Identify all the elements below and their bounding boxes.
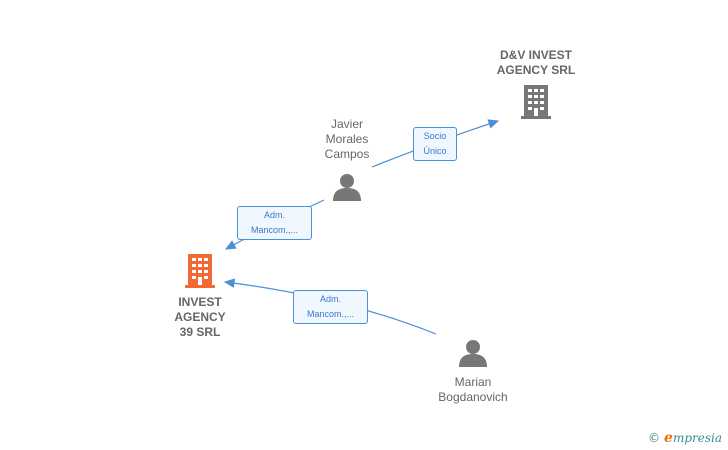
- node-marian-bogdanovich[interactable]: Marian Bogdanovich: [423, 338, 523, 405]
- edge-label-adm-mancom-marian[interactable]: Adm. Mancom.,...: [293, 290, 368, 324]
- edge-label-socio-unico[interactable]: Socio Único: [413, 127, 457, 161]
- edge-label-adm-mancom-javier[interactable]: Adm. Mancom.,...: [237, 206, 312, 240]
- person-name-marian: Marian Bogdanovich: [438, 375, 508, 404]
- node-javier-morales-campos[interactable]: Javier Morales Campos: [307, 117, 387, 207]
- node-dv-invest[interactable]: D&V INVEST AGENCY SRL: [486, 48, 586, 125]
- company-name-dv-invest: D&V INVEST AGENCY SRL: [496, 48, 576, 77]
- empresia-watermark: ©empresia: [648, 430, 722, 446]
- person-name-javier: Javier Morales Campos: [324, 117, 370, 161]
- building-icon: [521, 85, 551, 119]
- building-icon: [185, 254, 215, 288]
- company-name-invest-agency: INVEST AGENCY 39 SRL: [174, 295, 226, 339]
- copyright-symbol: ©: [648, 431, 661, 445]
- brand-name: mpresia: [672, 431, 722, 445]
- person-icon: [333, 174, 361, 201]
- person-icon: [459, 340, 487, 367]
- node-invest-agency-39[interactable]: INVEST AGENCY 39 SRL: [160, 253, 240, 340]
- brand-initial: e: [664, 430, 673, 446]
